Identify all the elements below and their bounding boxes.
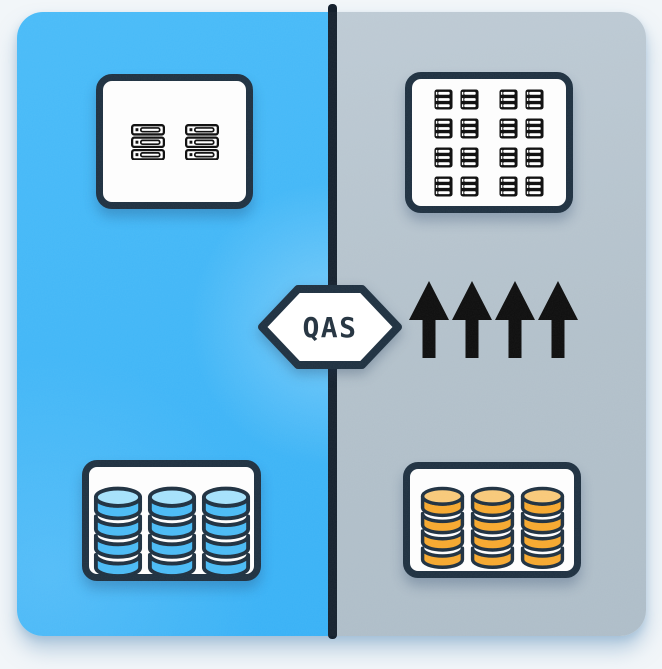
up-arrow-icon [538,281,578,358]
mini-server-rack-icon [499,176,518,196]
server-pair [499,147,544,168]
coin-stack-icon [420,486,464,569]
mini-server-rack-icon [434,89,453,109]
mini-server-rack-icon [434,118,453,138]
mini-server-rack-icon [460,147,479,167]
server-pair [434,176,479,197]
mini-server-rack-icon [499,147,518,167]
server-pair [499,118,544,139]
server-row [434,89,544,110]
storage-card-left [82,460,261,581]
coin-stack-icon [520,486,564,569]
coin-stacks-orange [410,479,574,569]
up-arrow-icon [452,281,492,358]
server-pair [499,176,544,197]
mini-server-rack-icon [460,118,479,138]
mini-server-rack-icon [499,89,518,109]
scale-up-arrows [409,281,578,359]
server-pair [434,118,479,139]
servers-card-right [405,72,573,213]
server-rack-icon [184,123,219,160]
server-pair [434,147,479,168]
mini-server-rack-icon [434,147,453,167]
server-row [434,118,544,139]
server-row [434,147,544,168]
mini-server-rack-icon [525,118,544,138]
servers-card-left [96,74,253,209]
server-row [434,176,544,197]
mini-server-rack-icon [434,176,453,196]
server-pair [499,89,544,110]
mini-server-rack-icon [525,176,544,196]
server-rack-icon [130,123,165,160]
mini-server-rack-icon [460,89,479,109]
mini-server-rack-icon [525,89,544,109]
qas-badge: QAS [258,285,402,369]
qas-badge-label: QAS [302,311,357,344]
coin-stack-icon [201,486,250,578]
coin-stacks-blue [89,478,254,578]
up-arrow-icon [495,281,535,358]
mini-server-rack-icon [460,176,479,196]
coin-stack-icon [147,486,196,578]
coin-stack-icon [93,486,142,578]
mini-server-rack-icon [499,118,518,138]
up-arrow-icon [409,281,449,358]
mini-server-rack-icon [525,147,544,167]
coin-stack-icon [470,486,514,569]
storage-card-right [403,462,581,578]
server-pair [434,89,479,110]
